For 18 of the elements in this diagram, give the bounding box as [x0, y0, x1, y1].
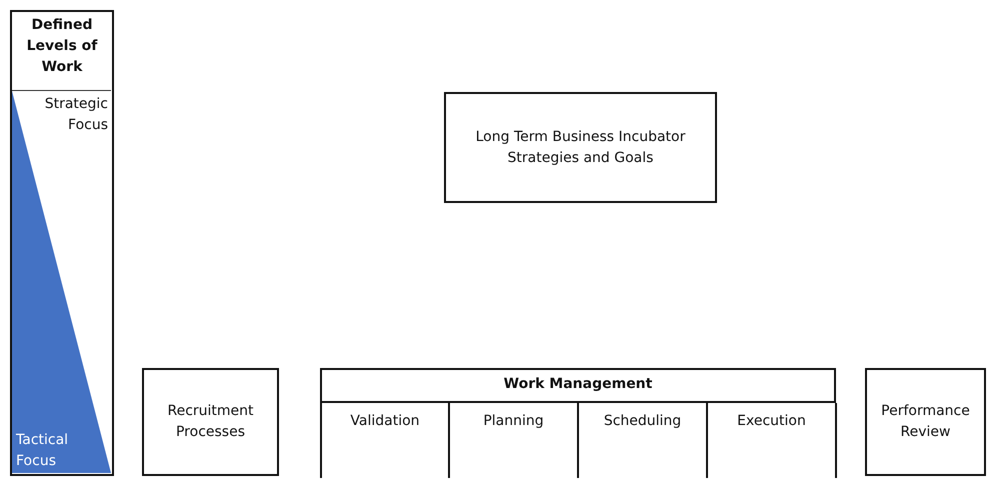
focus-label: Strategic Focus: [44, 95, 109, 135]
process-label: Long Term Business Incubator Strategies and Goals: [474, 128, 686, 168]
process-label: Planning: [482, 412, 545, 431]
levels-of-work-bar: [10, 10, 114, 476]
process-label: Recruitment Processes: [166, 402, 255, 442]
panel-heading: Work Management: [502, 375, 654, 394]
process-box: [865, 368, 986, 476]
process-label: Execution: [736, 412, 807, 431]
process-box: [142, 368, 279, 476]
process-label: Scheduling: [602, 412, 682, 431]
work-management-panel: [320, 368, 836, 476]
process-label: Performance Review: [880, 402, 971, 442]
focus-label: Tactical Focus: [15, 431, 70, 471]
process-label: Validation: [349, 412, 421, 431]
process-cell: [706, 403, 837, 478]
process-cell: [448, 403, 579, 478]
column-heading: Defined Levels of Work: [26, 16, 98, 77]
process-box: [444, 92, 717, 203]
